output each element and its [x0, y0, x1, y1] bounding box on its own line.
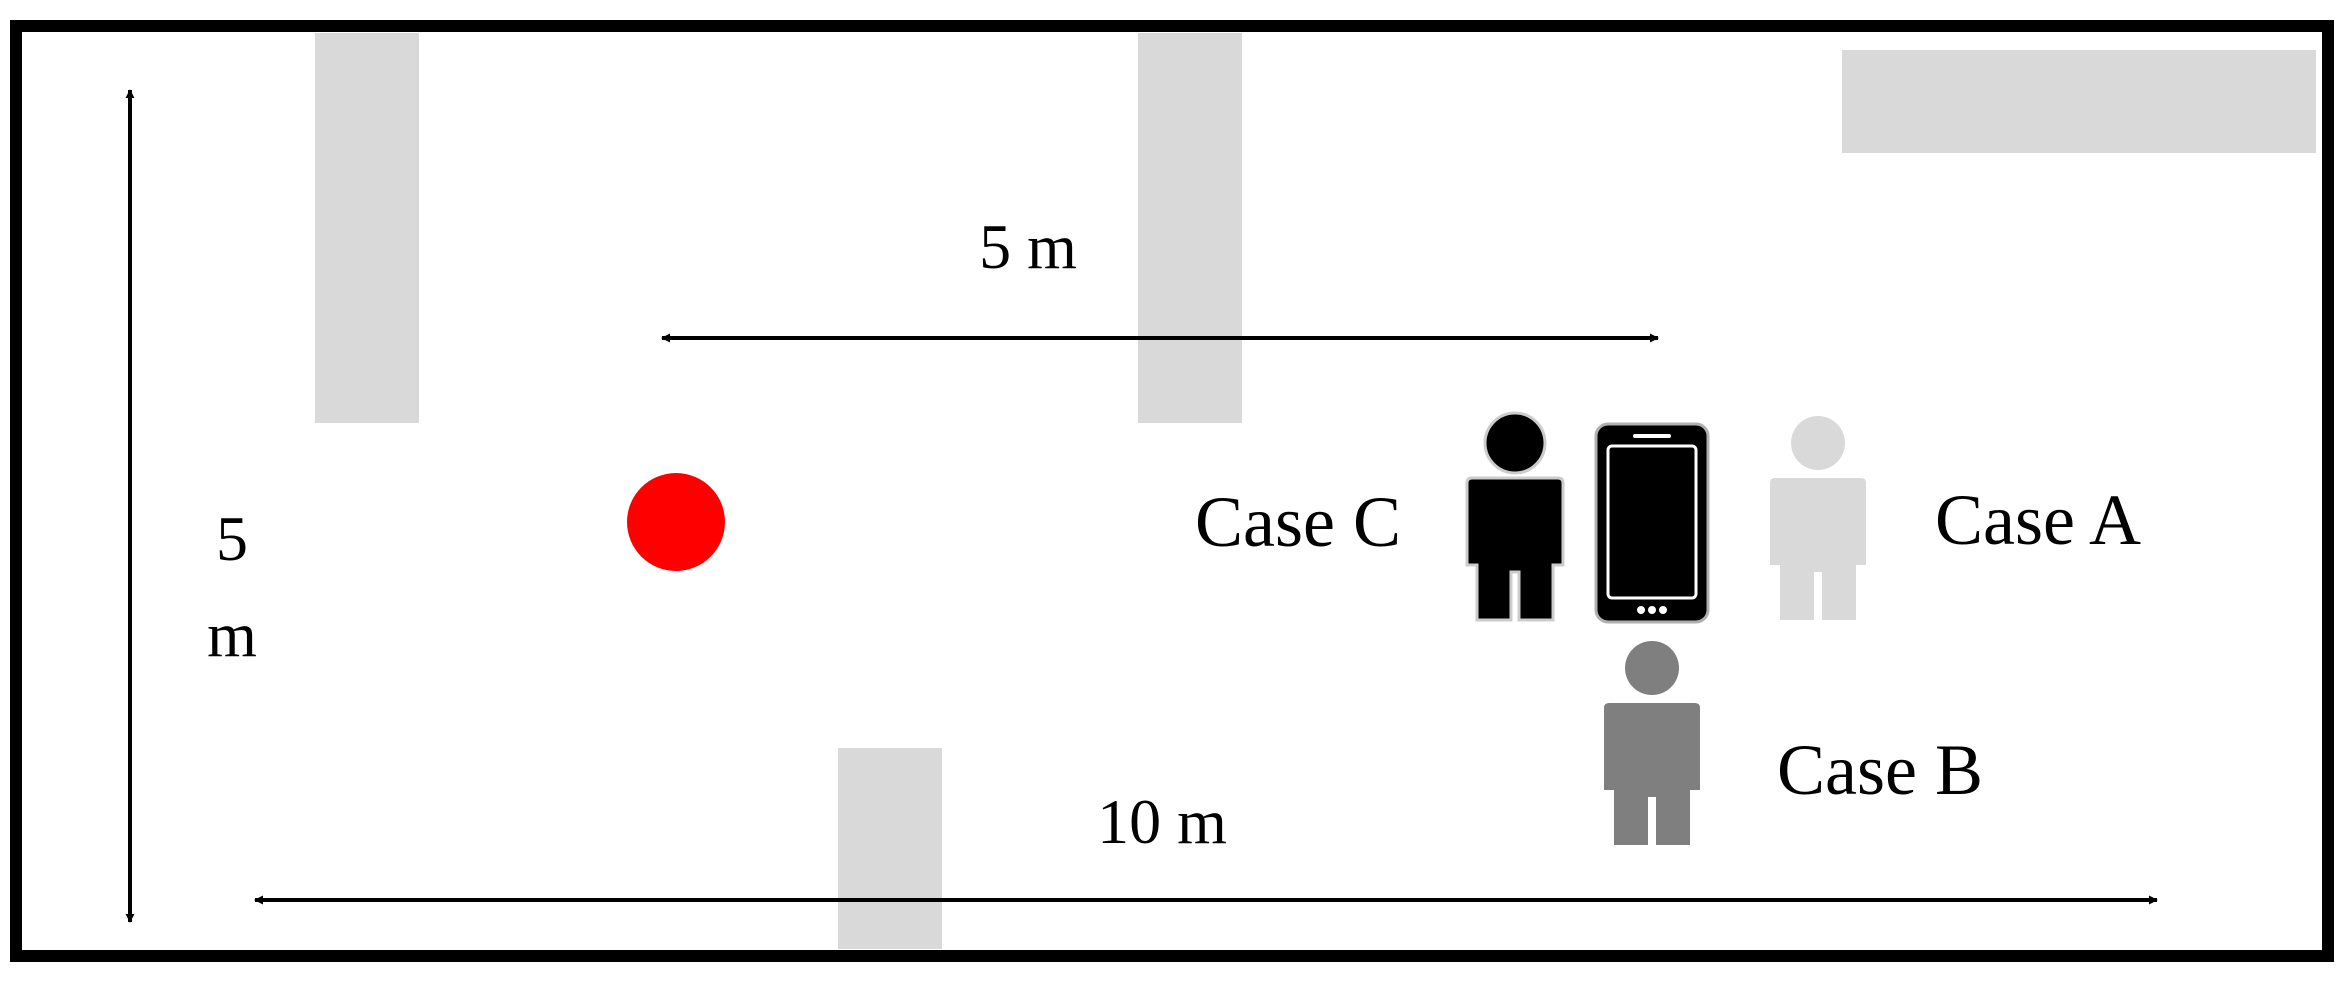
person-case-b-icon: [1604, 641, 1700, 845]
obstacle-bottom-column: [838, 748, 942, 949]
height-dimension-unit: m: [207, 599, 257, 670]
height-dimension-number: 5: [216, 503, 248, 574]
case-a-label: Case A: [1935, 480, 2141, 560]
obstacle-top-right-block: [1842, 50, 2316, 153]
distance-dimension-label: 5 m: [979, 211, 1077, 282]
width-dimension-label: 10 m: [1097, 786, 1227, 857]
case-b-label: Case B: [1777, 730, 1983, 810]
person-case-c-icon: [1465, 411, 1565, 622]
obstacle-left-column: [315, 33, 419, 423]
person-case-a-icon: [1770, 416, 1866, 620]
case-c-label: Case C: [1195, 482, 1401, 562]
room-wall: [10, 20, 2334, 962]
source-marker: [627, 473, 725, 571]
smartphone-icon: [1594, 422, 1710, 624]
obstacle-center-column: [1138, 33, 1242, 423]
